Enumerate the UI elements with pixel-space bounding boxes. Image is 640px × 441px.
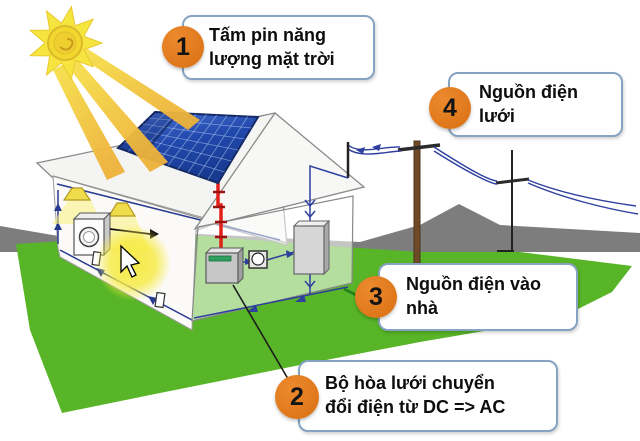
callout-number-4: 4 [429, 87, 471, 129]
callout-text-line: lưới [479, 105, 515, 126]
breaker-panel [292, 219, 331, 276]
utility-pole-far [495, 150, 530, 252]
electric-meter [248, 250, 268, 269]
solar-panel [116, 110, 260, 185]
wall-switch [154, 291, 166, 309]
callout-number-1: 1 [162, 26, 204, 68]
wall-wiring [193, 164, 349, 319]
callout-text-line: Tấm pin năng [209, 24, 326, 45]
connector-line-inverter [232, 284, 292, 385]
sun-rays [53, 48, 200, 180]
callout-text-line: nhà [406, 298, 439, 318]
callout-text-line: Nguồn điện [479, 81, 578, 102]
callout-number-3: 3 [355, 276, 397, 318]
roof-gable [193, 112, 366, 231]
callout-text-line: đổi điện từ DC => AC [325, 397, 506, 417]
callout-solar-panel: Tấm pin năng lượng mặt trời [182, 15, 375, 80]
callout-grid-power: Nguồn điện lưới [448, 72, 623, 137]
callout-text-line: Bộ hòa lưới chuyển [325, 373, 495, 394]
mouse-cursor [120, 244, 141, 278]
callout-text-line: lượng mặt trời [209, 48, 335, 69]
callout-number-2: 2 [275, 375, 319, 419]
grid-power-lines [347, 144, 639, 215]
callout-text-line: Nguồn điện vào [406, 274, 541, 295]
inverter-box [204, 246, 245, 285]
callout-inverter: Bộ hòa lưới chuyển đổi điện từ DC => AC [298, 360, 558, 432]
dc-cable [213, 176, 227, 252]
callout-house-feed: Nguồn điện vào nhà [378, 263, 578, 331]
sun-icon [28, 5, 104, 81]
